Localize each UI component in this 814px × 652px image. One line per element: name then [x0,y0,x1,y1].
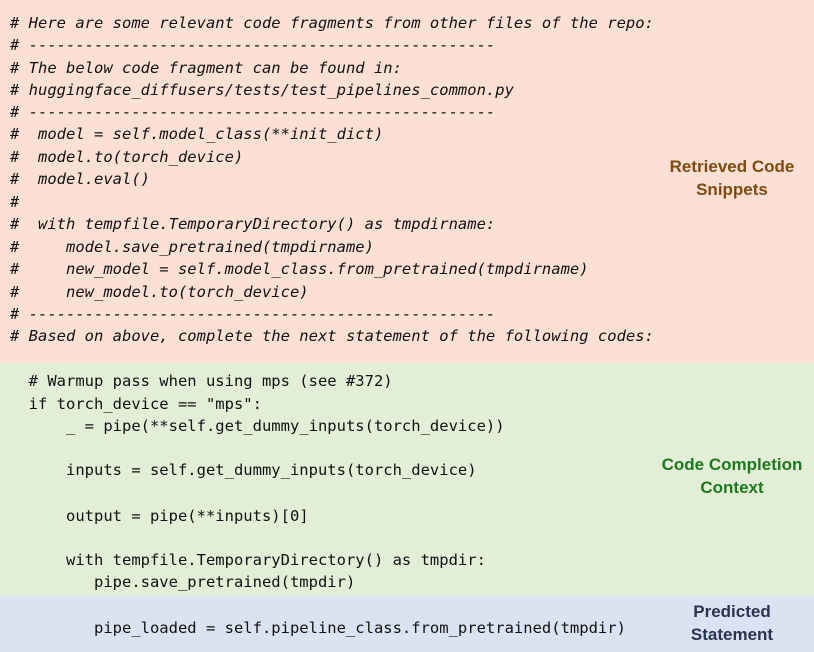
retrieved-code-line: # model = self.model_class(**init_dict) [10,125,384,143]
retrieved-code-line: # new_model = self.model_class.from_pret… [10,260,589,278]
code-completion-context-label: Code Completion Context [630,453,814,499]
context-code-line: _ = pipe(**self.get_dummy_inputs(torch_d… [10,417,505,435]
retrieved-code-line: # Based on above, complete the next stat… [10,327,654,345]
context-code-line: output = pipe(**inputs)[0] [10,507,309,525]
predicted-label-line: Statement [690,625,774,644]
retrieved-code-line: # --------------------------------------… [10,36,496,54]
context-code-line: pipe.save_pretrained(tmpdir) [10,573,356,591]
retrieved-code-snippets-panel [0,0,814,363]
retrieved-code-line: # [10,193,20,211]
retrieved-code-line: # with tempfile.TemporaryDirectory() as … [10,215,496,233]
retrieved-label-line: Retrieved Code [669,157,795,176]
code-completion-context-panel [0,363,814,596]
predicted-label-line: Predicted [693,602,771,621]
retrieved-code-line: # Here are some relevant code fragments … [10,14,654,32]
context-code-line: with tempfile.TemporaryDirectory() as tm… [10,551,486,569]
retrieved-code-line: # model.eval() [10,170,150,188]
predicted-statement-panel [0,596,814,652]
retrieved-label-line: Snippets [696,180,768,199]
retrieved-code-line: # model.save_pretrained(tmpdirname) [10,238,374,256]
context-label-line: Code Completion [661,455,803,474]
predicted-statement-label: Predicted Statement [662,600,802,646]
context-label-line: Context [700,478,764,497]
context-code-line: # Warmup pass when using mps (see #372) [10,372,393,390]
context-code-line: inputs = self.get_dummy_inputs(torch_dev… [10,461,477,479]
retrieved-code-line: # --------------------------------------… [10,305,496,323]
retrieved-code-line: # huggingface_diffusers/tests/test_pipel… [10,81,514,99]
retrieved-code-line: # new_model.to(torch_device) [10,283,309,301]
context-code-line: if torch_device == "mps": [10,395,262,413]
retrieved-code-line: # model.to(torch_device) [10,148,244,166]
retrieved-code-line: # --------------------------------------… [10,103,496,121]
retrieved-code-snippets-label: Retrieved Code Snippets [640,155,814,201]
predicted-code-line: pipe_loaded = self.pipeline_class.from_p… [10,619,626,637]
retrieved-code-line: # The below code fragment can be found i… [10,59,402,77]
